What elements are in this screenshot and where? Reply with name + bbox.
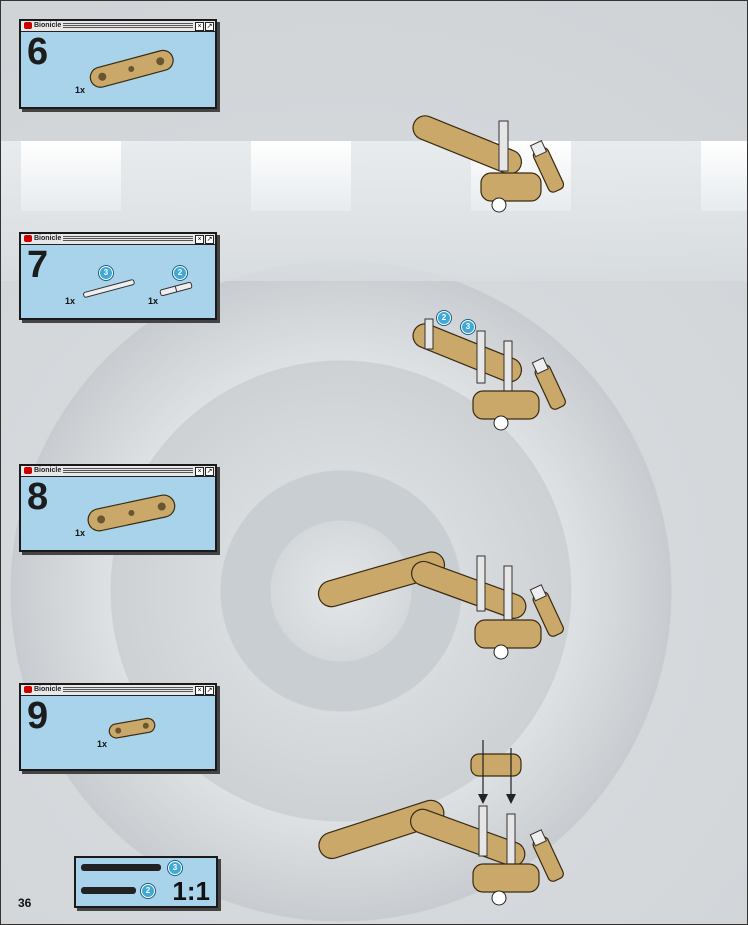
titlebar-stripes [63,236,193,242]
scale-ruler-box: 3 2 1:1 [74,856,218,908]
brand-logo-icon [24,22,32,29]
maximize-icon: ↗ [205,467,214,476]
brand-logo-icon [24,467,32,474]
pin-part-icon [156,279,196,299]
panel-titlebar: Bionicle × ↗ [21,234,215,245]
part-quantity: 1x [148,296,158,306]
step-8-parts-panel: Bionicle × ↗ 8 1x [19,464,217,552]
maximize-icon: ↗ [205,235,214,244]
length-callout: 3 [168,861,182,875]
part-quantity: 1x [75,85,85,95]
length-callout: 2 [437,311,451,325]
titlebar-stripes [63,687,193,693]
minimize-icon: × [195,22,204,31]
small-beam-part-icon [103,713,163,743]
scale-label: 1:1 [172,876,210,907]
brand-name: Bionicle [34,234,61,244]
panel-titlebar: Bionicle × ↗ [21,21,215,32]
step-number: 7 [27,246,48,284]
step-7-parts-panel: Bionicle × ↗ 7 3 1x 2 1x [19,232,217,320]
brand-logo-icon [24,235,32,242]
step-9-parts-panel: Bionicle × ↗ 9 1x [19,683,217,771]
part-quantity: 1x [75,528,85,538]
minimize-icon: × [195,235,204,244]
maximize-icon: ↗ [205,22,214,31]
assembly-step-7-illustration [401,309,581,434]
minimize-icon: × [195,686,204,695]
assembly-step-8-illustration [313,536,573,661]
brand-name: Bionicle [34,466,61,476]
part-quantity: 1x [97,739,107,749]
length-callout: 3 [461,320,475,334]
step-number: 6 [27,33,48,71]
background-lamp [21,141,121,211]
page-number: 36 [18,896,31,910]
length-callout: 2 [141,884,155,898]
length-callout: 2 [173,266,187,280]
step-number: 9 [27,697,48,735]
brand-logo-icon [24,686,32,693]
brand-name: Bionicle [34,21,61,31]
step-number: 8 [27,478,48,516]
background-lamp [701,141,748,211]
minimize-icon: × [195,467,204,476]
part-quantity: 1x [65,296,75,306]
maximize-icon: ↗ [205,686,214,695]
step-6-parts-panel: Bionicle × ↗ 6 1x [19,19,217,109]
length-callout: 3 [99,266,113,280]
titlebar-stripes [63,468,193,474]
brand-name: Bionicle [34,685,61,695]
panel-titlebar: Bionicle × ↗ [21,685,215,696]
beam-part-icon [81,486,181,536]
beam-part-icon [81,43,181,93]
titlebar-stripes [63,23,193,29]
assembly-step-6-illustration [401,111,581,221]
panel-titlebar: Bionicle × ↗ [21,466,215,477]
axle-ruler-short [81,887,136,894]
background-lamp [251,141,351,211]
axle-part-icon [79,276,139,302]
axle-ruler-long [81,864,161,871]
assembly-step-9-illustration [313,736,573,916]
